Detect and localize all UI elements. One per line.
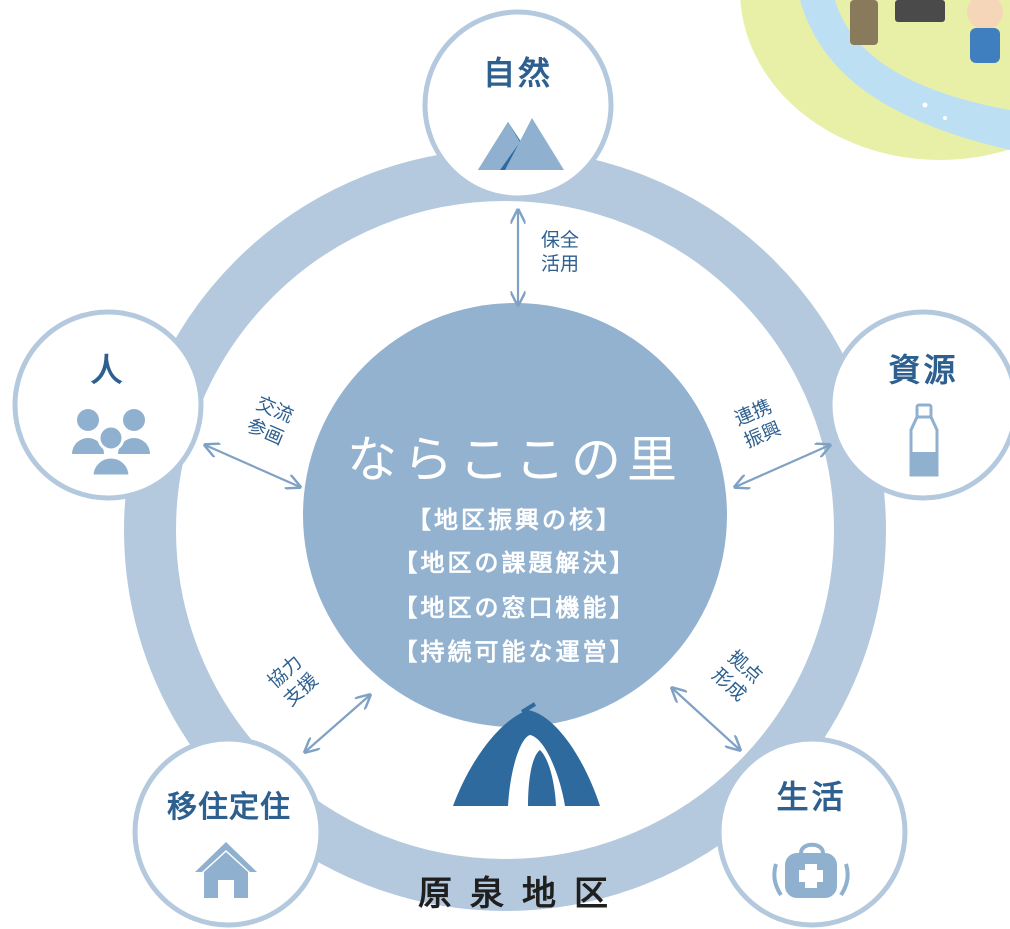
edge-label-nature: 保全 活用 bbox=[535, 228, 585, 276]
edge-label-nature-line1: 保全 bbox=[540, 229, 579, 251]
arrow-settlement bbox=[305, 695, 370, 752]
mountain-icon bbox=[478, 118, 564, 170]
center-role-2: 【地区の課題解決】 bbox=[393, 549, 637, 577]
picnic-illustration bbox=[740, 0, 1010, 160]
edge-arrows bbox=[205, 210, 830, 752]
node-label-nature: 自然 bbox=[482, 54, 553, 92]
node-settlement bbox=[132, 736, 324, 928]
node-nature bbox=[422, 9, 614, 201]
center-role-1: 【地区振興の核】 bbox=[407, 506, 623, 534]
district-label: 原泉地区 bbox=[418, 874, 626, 914]
node-label-people: 人 bbox=[90, 351, 126, 389]
center-role-4: 【持続可能な運営】 bbox=[393, 638, 637, 666]
house-icon bbox=[195, 842, 257, 898]
edge-label-nature-line2: 活用 bbox=[540, 253, 579, 275]
arrow-people bbox=[205, 445, 300, 487]
arrow-life bbox=[672, 688, 740, 750]
center-circle bbox=[303, 303, 727, 727]
arrow-resources bbox=[735, 445, 830, 487]
center-title: ならここの里 bbox=[347, 431, 683, 489]
node-label-settlement: 移住定住 bbox=[167, 790, 291, 825]
node-label-life: 生活 bbox=[776, 778, 847, 816]
people-group-icon bbox=[72, 409, 150, 478]
node-people bbox=[12, 309, 204, 501]
node-life bbox=[716, 736, 908, 928]
center-role-3: 【地区の窓口機能】 bbox=[393, 594, 637, 622]
milk-bottle-icon bbox=[909, 403, 939, 477]
tent-icon bbox=[453, 702, 600, 806]
medical-bag-icon bbox=[772, 842, 850, 898]
node-label-resources: 資源 bbox=[888, 351, 959, 389]
